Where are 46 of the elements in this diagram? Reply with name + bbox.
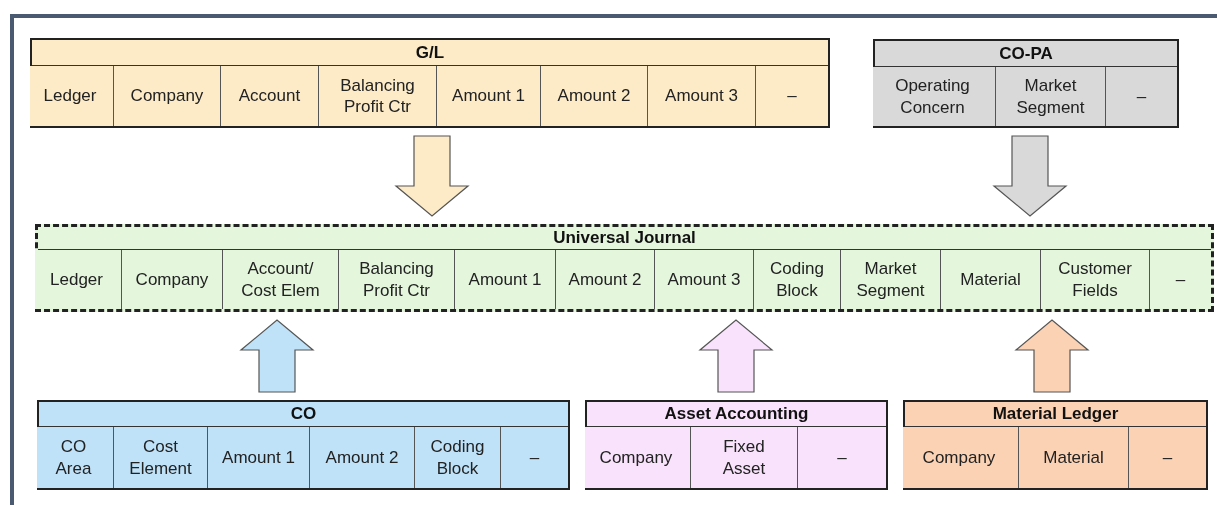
field-name: Amount 3 <box>667 268 741 291</box>
table-panel <box>585 400 888 490</box>
field-name: Amount 2 <box>557 85 631 107</box>
field-name: Coding Block <box>429 436 486 479</box>
field-name: Customer Fields <box>1057 258 1133 301</box>
field-name: Market Segment <box>855 258 926 301</box>
field-name: Amount 2 <box>325 446 399 469</box>
field-name: Operating Concern <box>894 75 971 118</box>
field-name: Amount 1 <box>222 446 295 469</box>
table-panel <box>903 400 1208 490</box>
field-name: Company <box>130 85 204 107</box>
field-name: – <box>787 85 797 107</box>
block-arrow <box>992 135 1068 217</box>
field-name: – <box>1175 268 1186 291</box>
block-arrow <box>1014 319 1090 393</box>
field-name: Amount 3 <box>665 85 738 107</box>
field-name: CO Area <box>54 436 93 479</box>
field-name: – <box>837 446 847 469</box>
field-name: Balancing Profit Ctr <box>358 258 435 301</box>
field-name: Fixed Asset <box>721 436 767 479</box>
field-name: – <box>529 446 540 469</box>
table-panel <box>37 400 570 490</box>
field-name: Company <box>599 446 673 469</box>
field-name: Account <box>238 85 301 107</box>
block-arrow <box>394 135 470 217</box>
field-name: – <box>1136 85 1147 108</box>
field-name: Cost Element <box>128 436 193 479</box>
table-panel <box>873 39 1179 128</box>
field-name: Company <box>922 446 996 469</box>
field-name: Balancing Profit Ctr <box>339 74 416 118</box>
field-name: – <box>1162 446 1173 469</box>
field-name: Coding Block <box>769 258 825 301</box>
field-name: Account/ Cost Elem <box>240 258 321 301</box>
field-name: Market Segment <box>1015 75 1086 118</box>
field-name: Amount 2 <box>568 268 642 291</box>
field-name: Ledger <box>50 268 103 291</box>
field-name: Material <box>1043 446 1104 469</box>
table-panel <box>30 38 830 128</box>
field-name: Amount 1 <box>468 268 542 291</box>
block-arrow <box>698 319 774 393</box>
field-name: Ledger <box>43 85 97 107</box>
table-panel <box>35 224 1214 312</box>
block-arrow <box>239 319 315 393</box>
field-name: Amount 1 <box>452 85 525 107</box>
field-name: Company <box>135 268 209 291</box>
field-name: Material <box>960 268 1021 291</box>
